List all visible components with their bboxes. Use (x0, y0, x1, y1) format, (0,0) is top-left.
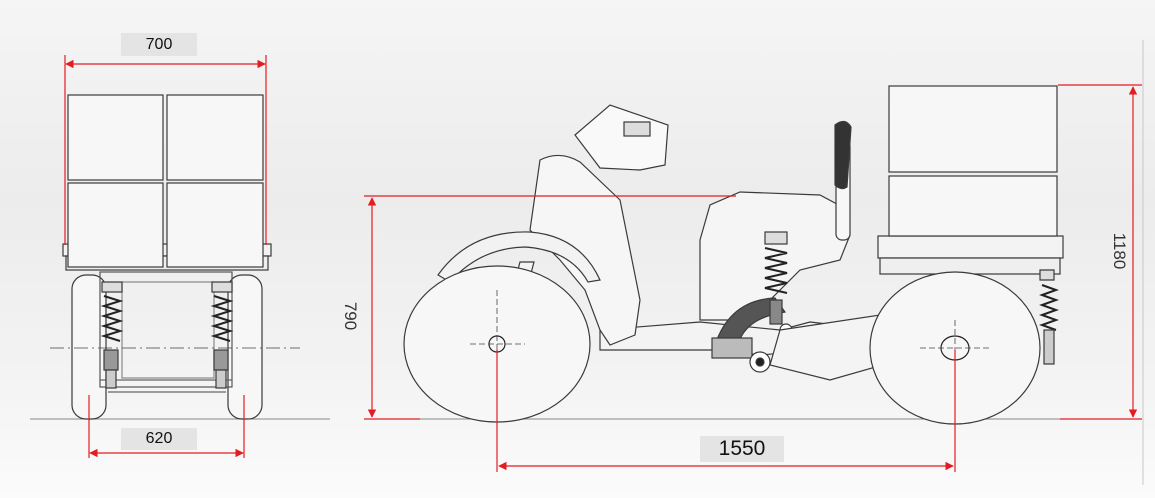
dimension-label-620: 620 (121, 428, 197, 450)
dimension-label-790: 790 (341, 301, 360, 331)
side-view (403, 85, 1064, 425)
dimension-label-1180: 1180 (1110, 232, 1129, 270)
dimension-lines (64, 55, 1142, 472)
dimension-label-1550: 1550 (700, 436, 784, 462)
front-view (50, 94, 300, 420)
dimension-label-700: 700 (121, 33, 197, 56)
